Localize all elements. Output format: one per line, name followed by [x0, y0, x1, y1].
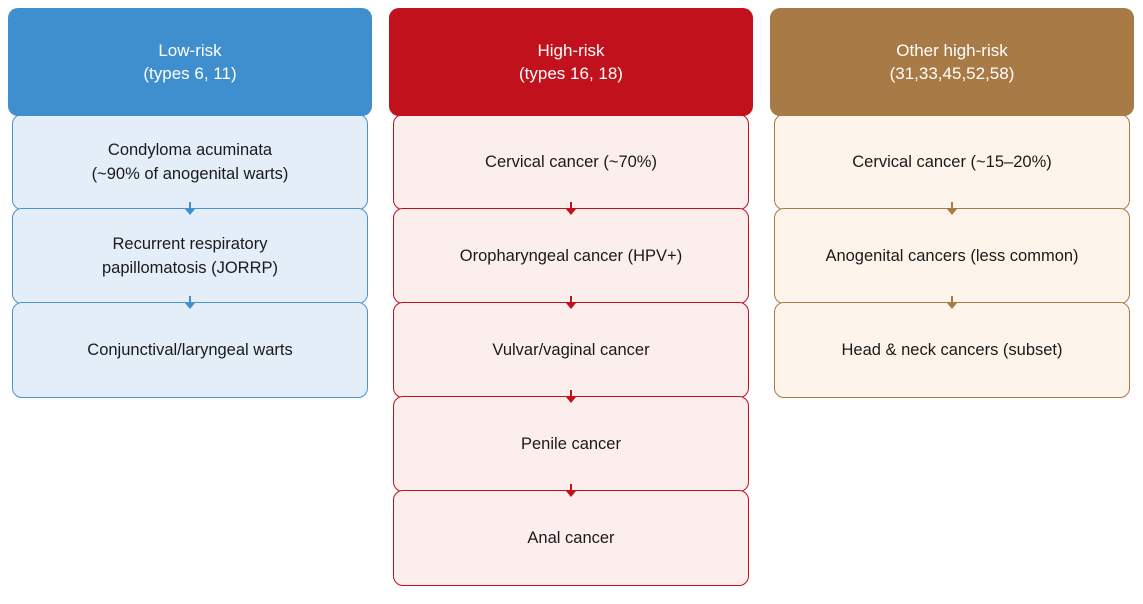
node-label: Recurrent respiratory papillomatosis (JO…: [101, 235, 279, 277]
node-label: Anogenital cancers (less common): [825, 247, 1079, 265]
down-arrow-icon: [566, 484, 576, 497]
down-arrow-icon: [185, 202, 195, 215]
node-label: Condyloma acuminata (~90% of anogenital …: [91, 141, 289, 183]
column-subtitle: (31,33,45,52,58): [889, 64, 1015, 83]
node-label: Cervical cancer (~15–20%): [852, 153, 1052, 171]
column-title: Low-risk: [158, 41, 222, 60]
node-label: Head & neck cancers (subset): [841, 341, 1063, 359]
node-label: Conjunctival/laryngeal warts: [87, 341, 293, 359]
column-high-risk: High-risk (types 16, 18) Cervical cancer…: [389, 8, 753, 586]
node-label: Cervical cancer (~70%): [485, 153, 657, 171]
column-header-low-risk: Low-risk (types 6, 11): [8, 8, 372, 116]
down-arrow-icon: [566, 296, 576, 309]
column-title: High-risk: [537, 41, 605, 60]
node-label: Vulvar/vaginal cancer: [492, 341, 650, 359]
node-box: Oropharyngeal cancer (HPV+): [393, 202, 749, 304]
column-title: Other high-risk: [896, 41, 1008, 60]
column-subtitle: (types 16, 18): [519, 64, 623, 83]
node-box: Cervical cancer (~70%): [393, 114, 749, 210]
node-box: Conjunctival/laryngeal warts: [12, 296, 368, 398]
column-other-high-risk: Other high-risk (31,33,45,52,58) Cervica…: [770, 8, 1134, 398]
column-header-other-high-risk: Other high-risk (31,33,45,52,58): [770, 8, 1134, 116]
node-box: Vulvar/vaginal cancer: [393, 296, 749, 398]
down-arrow-icon: [566, 390, 576, 403]
column-low-risk: Low-risk (types 6, 11) Condyloma acumina…: [8, 8, 372, 398]
node-box: Anogenital cancers (less common): [774, 202, 1130, 304]
node-box: Penile cancer: [393, 390, 749, 492]
node-label: Anal cancer: [527, 529, 615, 547]
down-arrow-icon: [566, 202, 576, 215]
node-box: Cervical cancer (~15–20%): [774, 114, 1130, 210]
node-label: Oropharyngeal cancer (HPV+): [459, 247, 683, 265]
node-box: Head & neck cancers (subset): [774, 296, 1130, 398]
node-box: Recurrent respiratory papillomatosis (JO…: [12, 202, 368, 304]
down-arrow-icon: [947, 296, 957, 309]
down-arrow-icon: [947, 202, 957, 215]
node-label: Penile cancer: [521, 435, 621, 453]
column-subtitle: (types 6, 11): [143, 64, 237, 83]
node-box: Anal cancer: [393, 484, 749, 586]
node-box: Condyloma acuminata (~90% of anogenital …: [12, 114, 368, 210]
down-arrow-icon: [185, 296, 195, 309]
column-header-high-risk: High-risk (types 16, 18): [389, 8, 753, 116]
